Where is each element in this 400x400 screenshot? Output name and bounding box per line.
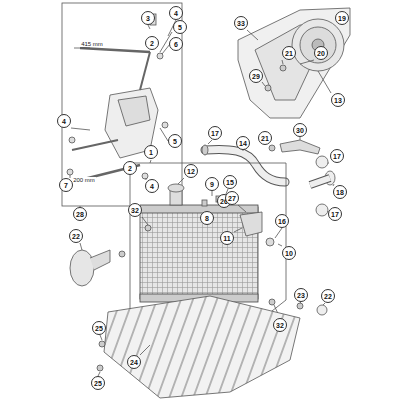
callout-number: 2 xyxy=(145,36,159,50)
callout-number: 30 xyxy=(293,123,307,137)
callout-number: 25 xyxy=(91,376,105,390)
callout-number: 23 xyxy=(294,288,308,302)
callout-number: 2 xyxy=(123,161,137,175)
callout-number: 33 xyxy=(234,16,248,30)
callout-number: 1 xyxy=(144,145,158,159)
callout-number: 28 xyxy=(73,207,87,221)
callout-number: 7 xyxy=(59,178,73,192)
callout-number: 4 xyxy=(169,6,183,20)
callout-number: 21 xyxy=(282,46,296,60)
callout-number: 20 xyxy=(314,46,328,60)
callout-number: 32 xyxy=(128,203,142,217)
callout-number: 4 xyxy=(145,179,159,193)
callout-number: 18 xyxy=(333,185,347,199)
callout-number: 32 xyxy=(273,318,287,332)
callout-number: 13 xyxy=(331,93,345,107)
callout-number: 17 xyxy=(328,207,342,221)
callout-number: 9 xyxy=(205,177,219,191)
callout-number: 10 xyxy=(282,246,296,260)
callout-number: 29 xyxy=(249,69,263,83)
callout-number: 22 xyxy=(69,229,83,243)
callout-number: 8 xyxy=(200,211,214,225)
dimension-label: 200 mm xyxy=(72,177,96,183)
callout-number: 27 xyxy=(225,191,239,205)
callout-number: 5 xyxy=(173,20,187,34)
dimension-label: 415 mm xyxy=(80,41,104,47)
callout-number: 4 xyxy=(57,114,71,128)
callout-number: 14 xyxy=(236,136,250,150)
callout-number: 12 xyxy=(184,164,198,178)
callout-number: 17 xyxy=(330,149,344,163)
callout-number: 19 xyxy=(335,11,349,25)
callout-number: 25 xyxy=(92,321,106,335)
callout-number: 6 xyxy=(169,37,183,51)
callout-number: 22 xyxy=(321,289,335,303)
callout-number: 15 xyxy=(223,175,237,189)
callout-number: 16 xyxy=(275,214,289,228)
callout-number: 3 xyxy=(141,11,155,25)
callout-number: 5 xyxy=(168,134,182,148)
callout-number: 21 xyxy=(258,131,272,145)
callout-number: 24 xyxy=(127,355,141,369)
callout-number: 11 xyxy=(220,231,234,245)
callout-number: 17 xyxy=(208,126,222,140)
